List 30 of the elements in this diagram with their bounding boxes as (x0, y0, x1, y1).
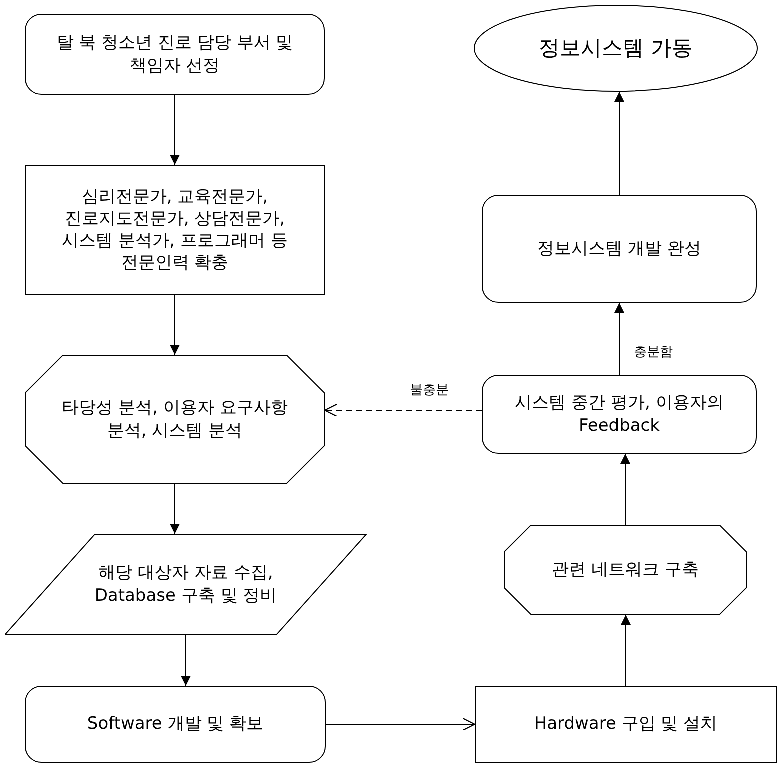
arrow (614, 302, 624, 376)
process-box (25, 165, 325, 295)
dashed-arrow (324, 404, 482, 418)
octagon-box (25, 355, 325, 484)
node-text: 정보시스템 가동 (539, 34, 693, 62)
data-parallelogram (5, 534, 367, 635)
node-text: 탈 북 청소년 진로 담당 부서 및 책임자 선정 (56, 32, 294, 77)
node-text: 심리전문가, 교육전문가, 진로지도전문가, 상담전문가, 시스템 분석가, 프로그래머 등 전문인력 확충 (61, 186, 289, 274)
arrow (620, 454, 630, 526)
arrow (181, 634, 191, 686)
node-text: Software 개발 및 확보 (87, 713, 264, 736)
terminal-ellipse (474, 5, 758, 92)
node-text: Hardware 구입 및 설치 (534, 713, 718, 736)
arrow (170, 484, 180, 534)
node-text: 관련 네트워크 구축 (552, 558, 699, 582)
octagon-box (504, 525, 747, 615)
node-text: 시스템 중간 평가, 이용자의 Feedback (514, 392, 725, 437)
node-text: 정보시스템 개발 완성 (538, 238, 702, 260)
rounded-process-box (25, 686, 326, 763)
node-text: 해당 대상자 자료 수집, Database 구축 및 정비 (94, 562, 278, 607)
rounded-process-box (482, 195, 757, 303)
arrow (170, 294, 180, 356)
node-text: 타당성 분석, 이용자 요구사항 분석, 시스템 분석 (61, 397, 289, 442)
process-box (475, 686, 777, 763)
arrow (170, 94, 180, 166)
rounded-process-box (25, 14, 325, 95)
arrow (614, 92, 624, 196)
arrow (326, 718, 476, 732)
rounded-process-box (482, 375, 757, 454)
arrow (621, 614, 631, 686)
